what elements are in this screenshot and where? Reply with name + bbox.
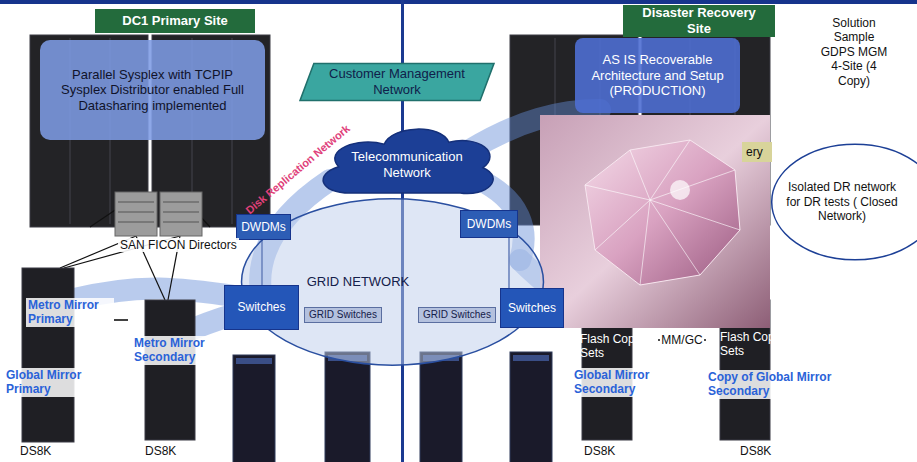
connector-line	[114, 319, 128, 321]
node-text: AS IS Recoverable Architecture and Setup…	[583, 52, 732, 99]
node-text: Metro Mirror Secondary	[132, 336, 218, 365]
site-title: DC1 Primary Site	[95, 9, 255, 33]
node-text: Telecommunication Network	[348, 149, 466, 180]
node-text: DS8K	[20, 444, 70, 458]
switch-box: Switches	[224, 285, 299, 330]
node-text: DWDMs	[467, 217, 512, 231]
node-text: Switches	[508, 301, 556, 315]
dr-network-oval: Isolated DR network for DR tests ( Close…	[770, 143, 917, 261]
node-text: DS8K	[584, 444, 634, 458]
shape-fill	[300, 63, 494, 100]
node-text: Disaster Recovery Site	[629, 5, 769, 36]
management-network: Customer Management Network	[298, 63, 496, 101]
node-text: GRID NETWORK	[298, 274, 418, 290]
node-text: Isolated DR network for DR tests ( Close…	[784, 180, 900, 223]
node-text: GRID Switches	[309, 309, 377, 321]
edge-label: MM/GC	[660, 333, 703, 347]
site-title: Disaster Recovery Site	[623, 5, 775, 37]
node-text: Switches	[237, 300, 285, 314]
partial-label: ery	[746, 145, 763, 159]
shape-fill	[772, 144, 917, 260]
node-text: DS8K	[145, 444, 195, 458]
node-text: GRID Switches	[423, 309, 491, 321]
node-text: Parallel Sysplex with TCPIP Sysplex Dist…	[48, 67, 257, 114]
sysplex-panel: Parallel Sysplex with TCPIP Sysplex Dist…	[40, 40, 265, 140]
storage-unit: Metro Mirror PrimaryGlobal Mirror Primar…	[4, 262, 114, 460]
storage-unit: Flash Copy SetsGlobal Mirror SecondaryDS…	[572, 296, 658, 460]
node-text: Metro Mirror Primary	[26, 298, 114, 327]
director-label: SAN FICON Directors	[118, 238, 239, 252]
node-text: DS8K	[740, 444, 790, 458]
node-text: Flash Copy Sets	[720, 330, 784, 359]
storage-unit: Flash Copy SetsCopy of Global Mirror Sec…	[706, 296, 856, 460]
node-text: Customer Management Network	[316, 66, 478, 97]
dwdm-box: DWDMs	[236, 214, 291, 240]
node-text: Flash Copy Sets	[580, 332, 644, 361]
shape-fill	[323, 129, 493, 193]
production-panel: AS IS Recoverable Architecture and Setup…	[575, 38, 740, 113]
dwdm-box: DWDMs	[460, 210, 518, 238]
node-text: Copy of Global Mirror Secondary	[706, 370, 856, 399]
node-text: Global Mirror Primary	[4, 368, 104, 397]
switch-box: Switches	[500, 288, 564, 328]
grid-switch-box: GRID Switches	[418, 307, 496, 323]
solution-note: Solution Sample GDPS MGM 4-Site (4 Copy)	[818, 16, 890, 88]
node-text: DWDMs	[241, 220, 286, 234]
node-text: Global Mirror Secondary	[572, 368, 658, 397]
storage-unit: Metro Mirror SecondaryDS8K	[128, 296, 220, 460]
grid-switch-box: GRID Switches	[304, 307, 382, 323]
node-text: DC1 Primary Site	[122, 13, 228, 29]
